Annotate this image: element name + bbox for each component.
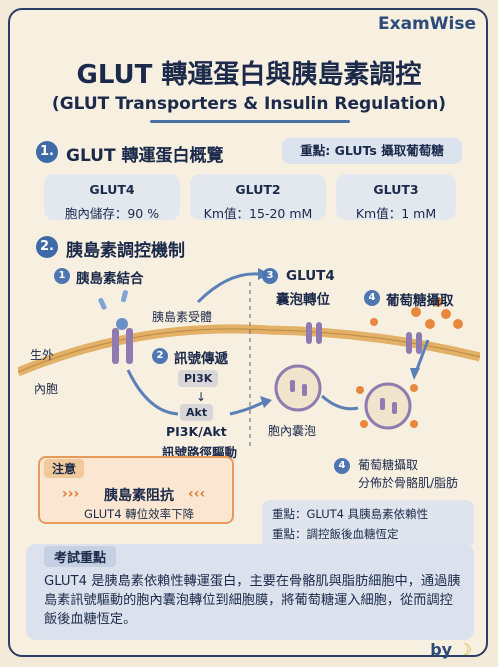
step3-label-line2: 囊泡轉位: [276, 292, 330, 308]
arrow-to-akt: [126, 369, 179, 416]
warning-desc: GLUT4 轉位效率下降: [84, 507, 195, 521]
step4-label: 葡萄糖攝取: [386, 293, 454, 309]
vesicle-label: 胞內囊泡: [268, 424, 317, 438]
page-title: GLUT 轉運蛋白與胰島素調控: [76, 60, 422, 90]
step4b-badge: 4: [334, 458, 350, 474]
brand-logo: ExamWise: [378, 14, 476, 34]
arrow-glucose-uptake: [414, 339, 430, 373]
card-glut3: GLUT3 Km值：1 mM: [336, 174, 456, 221]
card-title: GLUT2: [235, 182, 281, 197]
warning-title: 胰島素阻抗: [104, 488, 174, 504]
extracellular-label: 生外: [30, 348, 55, 362]
byline-text: by: [430, 640, 453, 659]
step1-badge: 1: [54, 268, 70, 284]
section1-title: GLUT 轉運蛋白概覽: [66, 146, 224, 166]
step1-label: 胰島素結合: [76, 271, 144, 287]
section1-number: 1.: [36, 141, 58, 163]
card-detail: Km值：1 mM: [355, 206, 437, 221]
section2-number: 2.: [36, 236, 58, 258]
step4-badge: 4: [364, 290, 380, 306]
intracellular-label: 內胞: [34, 382, 59, 396]
section2-title: 胰島素調控機制: [66, 241, 185, 261]
step3-label-line1: GLUT4: [286, 268, 335, 284]
insulin-mechanism-diagram: [18, 268, 480, 447]
card-title: GLUT4: [89, 182, 135, 197]
card-title: GLUT3: [373, 182, 419, 197]
byline: by ☽: [430, 640, 472, 659]
glut4-membrane: [306, 322, 422, 354]
card-glut2: GLUT2 Km值：15-20 mM: [190, 174, 326, 221]
step4b-label-line2: 分佈於骨骼肌/脂肪: [358, 476, 459, 490]
step2-label: 訊號傳遞: [174, 351, 228, 367]
pi3k-tag: PI3K: [178, 370, 219, 387]
glucose-molecules: [356, 297, 463, 428]
arrow-vesicle-fusion: [321, 394, 359, 411]
keypoint-item: 重點：調控飯後血糖恆定: [272, 527, 399, 541]
chevrons-left-icon: ‹‹‹: [188, 486, 206, 502]
title-underline: [150, 120, 350, 123]
page-subtitle: (GLUT Transporters & Insulin Regulation): [51, 94, 447, 114]
arrow-to-translocation: [196, 272, 259, 304]
receptor-label: 胰島素受體: [152, 310, 213, 324]
keypoints-box: 重點：GLUT4 具胰島素依賴性 重點：調控飯後血糖恆定: [262, 500, 474, 548]
arrow-to-vesicle: [229, 400, 265, 416]
section1-keypoint: 重點: GLUTs 攝取葡萄糖: [282, 138, 462, 164]
banana-icon: ☽: [457, 640, 472, 659]
chevrons-right-icon: ›››: [62, 486, 80, 502]
warning-tag: 注意: [44, 459, 85, 478]
card-detail: Km值：15-20 mM: [203, 206, 313, 221]
exam-tag: 考試重點: [44, 546, 117, 567]
insulin-molecules: [98, 290, 129, 310]
insulin-receptor: [112, 318, 133, 364]
exam-text: GLUT4 是胰島素依賴性轉運蛋白，主要在骨骼肌與脂肪細胞中，通過胰島素訊號驅動…: [44, 574, 461, 627]
arrow-head-icon: [410, 368, 420, 380]
akt-tag: Akt: [180, 404, 214, 421]
step4b-label-line1: 葡萄糖攝取: [358, 458, 419, 472]
card-detail: 胞內儲存：90 %: [64, 206, 160, 221]
glut4-in-vesicle: [290, 380, 397, 414]
step2-badge: 2: [152, 348, 168, 364]
arrow-down-icon: ↓: [196, 390, 207, 404]
step3-badge: 3: [262, 268, 278, 284]
vesicle: [364, 382, 412, 430]
keypoint-item: 重點：GLUT4 具胰島素依賴性: [272, 507, 429, 521]
card-glut4: GLUT4 胞內儲存：90 %: [44, 174, 180, 221]
arrow-head-icon: [260, 396, 272, 408]
pathway-line1: PI3K/Akt: [166, 424, 227, 439]
vesicle: [274, 364, 322, 412]
